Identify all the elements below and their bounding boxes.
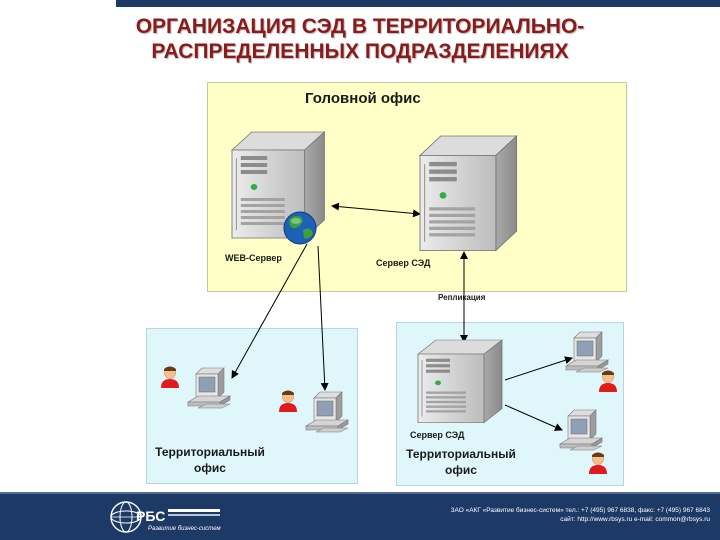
territorial-edms-server-label: Сервер СЭД <box>410 430 465 440</box>
logo-tagline: Развитие бизнес-систем <box>148 526 221 532</box>
web-to-left-office-link-2 <box>317 245 329 391</box>
top-accent-bar <box>116 0 720 7</box>
edms-server-icon <box>419 135 518 252</box>
workstation-icon <box>187 367 231 409</box>
user-icon <box>278 390 298 413</box>
territorial-office-left-label: Территориальный офис <box>150 444 270 476</box>
web-to-left-office-link-1 <box>231 243 308 379</box>
title-line-2: РАСПРЕДЕЛЕННЫХ ПОДРАЗДЕЛЕНИЯХ <box>151 40 569 63</box>
web-to-edms-link <box>331 202 421 218</box>
workstation-icon <box>305 391 349 433</box>
slide-title: ОРГАНИЗАЦИЯ СЭД В ТЕРРИТОРИАЛЬНО- РАСПРЕ… <box>0 14 720 64</box>
user-icon <box>588 452 608 475</box>
edms-server-label: Сервер СЭД <box>376 258 431 268</box>
workstation-icon <box>565 331 609 373</box>
company-logo: РБС Развитие бизнес-систем <box>110 501 221 533</box>
footer-divider <box>0 492 720 494</box>
territorial-office-right-label-line1: Территориальный <box>406 447 516 461</box>
territorial-office-left-label-line1: Территориальный <box>155 445 265 459</box>
edms-to-workstation-bottom-link <box>504 404 563 431</box>
logo-text: РБС <box>136 508 165 524</box>
replication-label: Репликация <box>438 293 486 302</box>
territorial-office-right-label: Территориальный офис <box>398 446 524 478</box>
title-line-1: ОРГАНИЗАЦИЯ СЭД В ТЕРРИТОРИАЛЬНО- <box>135 15 585 38</box>
footer-contacts: ЗАО «АКГ «Развитие бизнес-систем» тел.: … <box>330 506 710 524</box>
globe-icon <box>283 211 317 245</box>
territorial-edms-server-icon <box>417 339 503 424</box>
workstation-icon <box>559 409 603 451</box>
footer-contacts-line2: сайт: http://www.rbsys.ru e-mail: common… <box>560 516 710 523</box>
web-server-label: WEB-Сервер <box>225 253 282 263</box>
territorial-office-right-label-line2: офис <box>445 463 477 477</box>
user-icon <box>598 370 618 393</box>
head-office-label: Головной офис <box>305 90 421 107</box>
user-icon <box>160 366 180 389</box>
territorial-office-left-label-line2: офис <box>194 461 226 475</box>
edms-to-workstation-top-link <box>504 356 573 381</box>
footer-contacts-line1: ЗАО «АКГ «Развитие бизнес-систем» тел.: … <box>450 507 710 514</box>
